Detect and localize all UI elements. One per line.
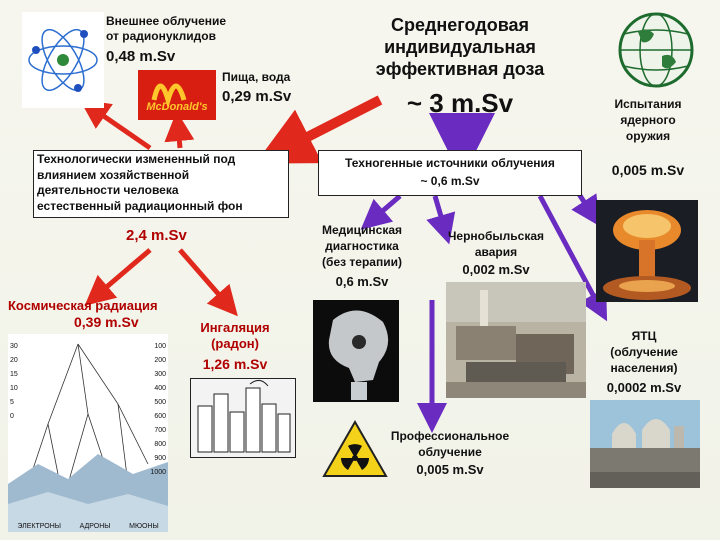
- cosmic-axis-tick: 200: [150, 354, 166, 368]
- arrow-natural-to-radon: [180, 250, 228, 305]
- food-value: 0,29 m.Sv: [222, 88, 291, 105]
- cosmic-axis-tick: 15: [10, 368, 18, 382]
- external-value: 0,48 m.Sv: [106, 48, 175, 65]
- cosmic-axis-tick: 800: [150, 438, 166, 452]
- cosmic-axis-tick: 5: [10, 396, 18, 410]
- arrow-natural-to-cosmic: [96, 250, 150, 296]
- cosmic-shower-chart: 30 20 15 10 5 0 100 200 300 400 500 600 …: [8, 334, 168, 532]
- radon-city-image: [190, 378, 296, 458]
- chernobyl-label: Чернобыльская авария: [436, 228, 556, 260]
- medical-value: 0,6 m.Sv: [312, 274, 412, 289]
- cosmic-axis-tick: 100: [150, 340, 166, 354]
- radon-value: 1,26 m.Sv: [190, 356, 280, 372]
- cosmic-chart-bottom-labels: ЭЛЕКТРОНЫ АДРОНЫ МЮОНЫ: [8, 523, 168, 530]
- external-label: Внешнее облучение от радионуклидов: [106, 14, 226, 44]
- cosmic-particle-label: ЭЛЕКТРОНЫ: [17, 523, 61, 530]
- cosmic-particle-label: МЮОНЫ: [129, 523, 159, 530]
- cosmic-chart-right-axis: 100 200 300 400 500 600 700 800 900 1000: [150, 340, 166, 480]
- center-value: ~ 3 m.Sv: [380, 88, 540, 119]
- natural-background-text: Технологически измененный под влиянием х…: [37, 152, 243, 214]
- arrow-tech-to-chernobyl: [435, 196, 445, 230]
- occupational-value: 0,005 m.Sv: [380, 462, 520, 477]
- radiation-sign-image: [322, 420, 388, 478]
- medical-label: Медицинская диагностика (без терапии): [312, 222, 412, 270]
- weapons-value: 0,005 m.Sv: [598, 162, 698, 178]
- npp-value: 0,0002 m.Sv: [590, 380, 698, 395]
- cosmic-axis-tick: 500: [150, 396, 166, 410]
- globe-image: [616, 8, 696, 92]
- cosmic-chart-left-axis: 30 20 15 10 5 0: [10, 340, 18, 424]
- atom-image: [22, 12, 104, 108]
- mcdonalds-logo: McDonald's: [138, 70, 216, 120]
- cosmic-axis-tick: 600: [150, 410, 166, 424]
- arrow-tech-to-medical: [372, 196, 400, 220]
- arrow-center-to-natural: [282, 100, 380, 150]
- technogenic-text: Техногенные источники облучения ~ 0,6 m.…: [319, 154, 581, 190]
- natural-value: 2,4 m.Sv: [126, 227, 187, 244]
- food-label: Пища, вода: [222, 70, 290, 84]
- radon-label: Ингаляция (радон): [190, 320, 280, 352]
- cosmic-axis-tick: 300: [150, 368, 166, 382]
- nuclear-plant-image: [590, 400, 700, 488]
- cosmic-axis-tick: 0: [10, 410, 18, 424]
- mcdonalds-logo-text: McDonald's: [138, 101, 216, 113]
- chernobyl-plant-image: [446, 282, 586, 398]
- weapons-label: Испытания ядерного оружия: [598, 96, 698, 144]
- technogenic-box: Техногенные источники облучения ~ 0,6 m.…: [318, 150, 582, 196]
- nuclear-explosion-image: [596, 200, 698, 302]
- occupational-label: Профессиональное облучение: [380, 428, 520, 460]
- natural-background-box: Технологически измененный под влиянием х…: [33, 150, 289, 218]
- xray-skull-image: [313, 300, 399, 402]
- cosmic-axis-tick: 30: [10, 340, 18, 354]
- cosmic-particle-label: АДРОНЫ: [80, 523, 111, 530]
- cosmic-value: 0,39 m.Sv: [74, 314, 139, 330]
- center-title: Среднегодовая индивидуальная эффективная…: [355, 14, 565, 80]
- arrow-natural-to-food: [178, 126, 180, 148]
- cosmic-label: Космическая радиация: [8, 298, 158, 313]
- cosmic-axis-tick: 700: [150, 424, 166, 438]
- cosmic-axis-tick: 1000: [150, 466, 166, 480]
- npp-label: ЯТЦ (облучение населения): [596, 328, 692, 376]
- cosmic-axis-tick: 10: [10, 382, 18, 396]
- cosmic-axis-tick: 400: [150, 382, 166, 396]
- chernobyl-value: 0,002 m.Sv: [436, 262, 556, 277]
- cosmic-axis-tick: 20: [10, 354, 18, 368]
- cosmic-axis-tick: 900: [150, 452, 166, 466]
